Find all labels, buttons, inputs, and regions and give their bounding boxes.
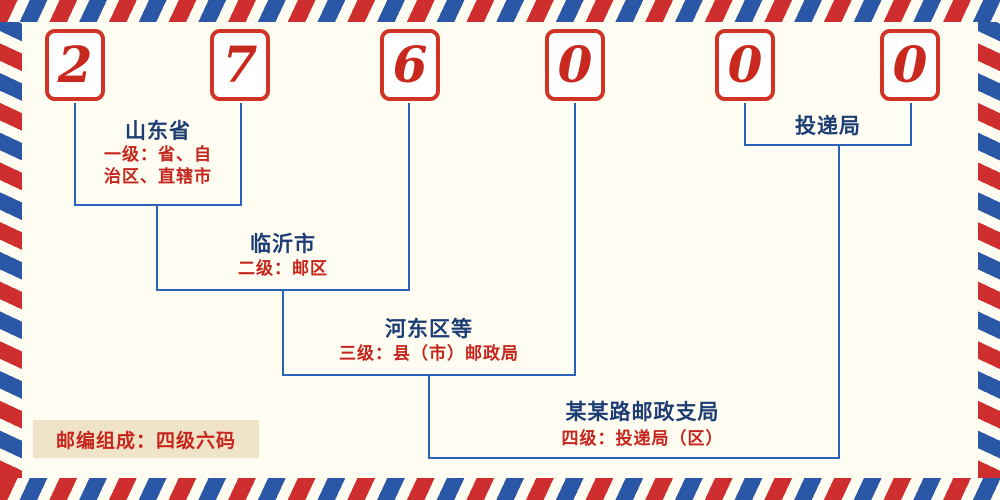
postal-digit-box-6: 0	[880, 29, 940, 101]
digit3-connector-line	[408, 103, 410, 206]
airmail-border-bottom-stripe	[0, 478, 1000, 500]
level4-bracket-line	[428, 375, 840, 459]
level1-desc-line2: 治区、直辖市	[104, 167, 212, 186]
postal-digit-3: 6	[392, 35, 428, 94]
level1-desc-line1: 一级：省、自	[104, 145, 212, 164]
airmail-border-top-stripe	[0, 0, 1000, 22]
level1-name: 山东省	[125, 120, 191, 143]
level4-desc: 四级：投递局（区）	[561, 429, 724, 448]
postal-digit-6: 0	[892, 35, 928, 94]
composition-note-text: 邮编组成：四级六码	[55, 430, 236, 452]
postal-digit-2: 7	[222, 35, 258, 94]
digit4-connector-line	[574, 103, 576, 291]
postal-digit-box-2: 7	[210, 29, 270, 101]
airmail-border-right-stripe	[978, 22, 1000, 478]
level3-desc: 三级：县（市）邮政局	[339, 344, 519, 363]
delivery-bracket-line	[744, 103, 912, 146]
level4-name: 某某路邮政支局	[565, 401, 720, 424]
postal-digit-box-5: 0	[715, 29, 775, 101]
level3-name: 河东区等	[385, 318, 473, 341]
postal-digit-4: 0	[557, 35, 593, 94]
postal-digit-5: 0	[727, 35, 763, 94]
postal-digit-box-1: 2	[45, 29, 105, 101]
level2-name: 临沂市	[250, 233, 316, 256]
postal-digit-1: 2	[57, 35, 93, 94]
airmail-border-left-stripe	[0, 22, 22, 478]
postal-digit-box-3: 6	[380, 29, 440, 101]
level1-bracket-line	[74, 103, 242, 206]
level2-desc: 二级：邮区	[238, 259, 328, 278]
delivery-name: 投递局	[795, 115, 861, 138]
composition-note: 邮编组成：四级六码	[33, 420, 259, 458]
postal-digit-box-4: 0	[545, 29, 605, 101]
delivery-drop-line	[838, 145, 840, 376]
